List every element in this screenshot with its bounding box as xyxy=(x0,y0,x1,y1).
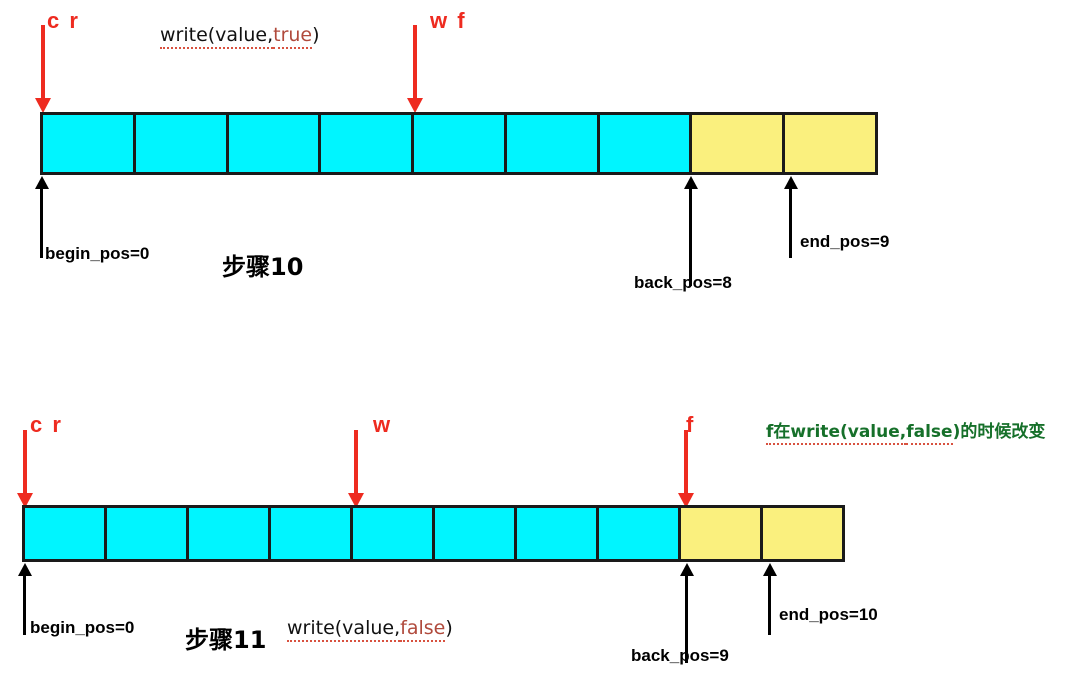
buffer-cell xyxy=(43,115,136,172)
arrow-head xyxy=(763,563,777,576)
operation-arg: false xyxy=(400,617,446,642)
label-begin-pos-step10: begin_pos=0 xyxy=(45,244,150,263)
pointer-arrow-end-pos-step10 xyxy=(784,176,798,258)
arrow-head xyxy=(407,98,423,113)
pointer-label-cr-step11: c r xyxy=(30,412,63,437)
arrow-shaft xyxy=(354,430,358,494)
buffer-cell xyxy=(353,508,435,559)
buffer-cell xyxy=(517,508,599,559)
buffer-cell xyxy=(321,115,415,172)
buffer-cell xyxy=(271,508,353,559)
note-tail: )的时候改变 xyxy=(952,422,1046,442)
buffer-cell xyxy=(435,508,517,559)
arrow-shaft xyxy=(23,430,27,494)
operation-suffix: ) xyxy=(312,24,320,46)
buffer-cell xyxy=(414,115,507,172)
label-back-pos-step11: back_pos=9 xyxy=(631,646,729,665)
buffer-cell xyxy=(135,115,229,172)
arrow-shaft xyxy=(685,573,688,663)
buffer-cell xyxy=(599,508,681,559)
label-end-pos-step10: end_pos=9 xyxy=(800,232,890,251)
pointer-arrow-f-step11 xyxy=(678,430,694,508)
arrow-head xyxy=(35,98,51,113)
buffer-cell xyxy=(107,508,189,559)
arrow-shaft xyxy=(789,186,792,258)
arrow-shaft xyxy=(413,25,417,99)
label-begin-pos-step11: begin_pos=0 xyxy=(30,618,135,637)
pointer-label-cr-step10: c r xyxy=(47,8,80,33)
pointer-arrow-back-pos-step11 xyxy=(680,563,694,663)
buffer-cell xyxy=(506,115,600,172)
pointer-arrow-back-pos-step10 xyxy=(684,176,698,286)
arrow-shaft xyxy=(768,573,771,635)
arrow-shaft xyxy=(684,430,688,494)
note-arg: false xyxy=(906,422,953,445)
buffer-cell xyxy=(785,115,876,172)
arrow-head xyxy=(17,493,33,508)
pointer-arrow-wf-step10 xyxy=(407,25,423,113)
arrow-head xyxy=(680,563,694,576)
buffer-cell xyxy=(25,508,107,559)
arrow-head xyxy=(35,176,49,189)
buffer-cell xyxy=(692,115,786,172)
operation-label-step11: write(value,false) xyxy=(287,617,453,642)
operation-suffix: ) xyxy=(445,617,453,639)
arrow-head xyxy=(684,176,698,189)
buffer-cell xyxy=(681,508,763,559)
arrow-shaft xyxy=(41,25,45,99)
pointer-arrow-cr-step10 xyxy=(35,25,51,113)
label-end-pos-step11: end_pos=10 xyxy=(779,605,878,624)
arrow-head xyxy=(784,176,798,189)
arrow-head xyxy=(678,493,694,508)
note-label-step11: f在write(value,false)的时候改变 xyxy=(766,417,1046,445)
operation-label-step10: write(value,true) xyxy=(160,24,320,49)
step-label-step10: 步骤10 xyxy=(222,253,304,281)
operation-arg: true xyxy=(273,24,313,49)
buffer-bar-step11 xyxy=(22,505,845,562)
label-back-pos-step10: back_pos=8 xyxy=(634,273,732,292)
buffer-cell xyxy=(599,115,693,172)
pointer-label-w-step11: w xyxy=(373,412,393,437)
arrow-head xyxy=(348,493,364,508)
operation-prefix: write(value, xyxy=(160,24,274,49)
pointer-arrow-cr-step11 xyxy=(17,430,33,508)
step-label-step11: 步骤11 xyxy=(185,626,267,654)
pointer-label-wf-step10: w f xyxy=(430,8,467,33)
note-lead: f在write(value, xyxy=(766,422,907,445)
buffer-bar-step10 xyxy=(40,112,878,175)
buffer-cell xyxy=(189,508,271,559)
pointer-arrow-end-pos-step11 xyxy=(763,563,777,635)
arrow-head xyxy=(18,563,32,576)
pointer-arrow-begin-pos-step11 xyxy=(18,563,32,635)
arrow-shaft xyxy=(40,186,43,258)
buffer-cell xyxy=(228,115,322,172)
operation-prefix: write(value, xyxy=(287,617,401,642)
arrow-shaft xyxy=(23,573,26,635)
pointer-arrow-w-step11 xyxy=(348,430,364,508)
pointer-label-f-step11: f xyxy=(686,412,696,437)
arrow-shaft xyxy=(689,186,692,286)
pointer-arrow-begin-pos-step10 xyxy=(35,176,49,258)
buffer-cell xyxy=(763,508,842,559)
